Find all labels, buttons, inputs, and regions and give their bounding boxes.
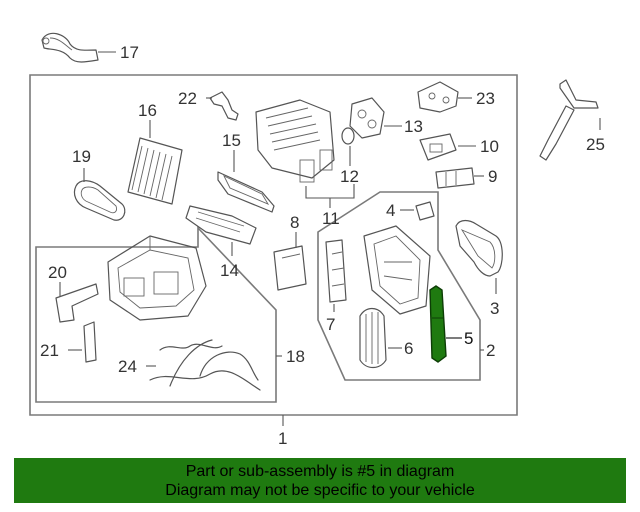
part-12-o-ring[interactable] [341, 127, 355, 166]
part-18-heater-case[interactable] [107, 235, 207, 321]
callout-19: 19 [72, 147, 91, 166]
callout-5: 5 [464, 329, 473, 348]
part-24-wiring-harness[interactable] [146, 339, 261, 391]
callout-18: 18 [286, 347, 305, 366]
part-2-blower-case[interactable] [363, 225, 431, 315]
callout-22: 22 [178, 89, 197, 108]
callout-2: 2 [486, 341, 495, 360]
callout-13: 13 [404, 117, 423, 136]
callout-9: 9 [488, 167, 497, 186]
part-13-expansion-valve[interactable] [349, 97, 402, 139]
callout-25: 25 [586, 135, 605, 154]
part-16-heater-core[interactable] [127, 120, 183, 205]
part-20-duct[interactable] [55, 282, 99, 323]
part-4-clip[interactable] [400, 201, 435, 221]
callout-24: 24 [118, 357, 137, 376]
callout-15: 15 [222, 131, 241, 150]
part-15-gasket[interactable] [217, 150, 275, 213]
part-7-panel[interactable] [325, 239, 347, 312]
banner-line-2: Diagram may not be specific to your vehi… [165, 482, 475, 499]
part-19-seal-gasket[interactable] [73, 168, 126, 221]
callout-12: 12 [340, 167, 359, 186]
part-14-filter-cover[interactable] [185, 205, 257, 256]
callout-7: 7 [326, 315, 335, 334]
part-21-actuator[interactable] [68, 321, 97, 363]
part-3-gasket[interactable] [455, 219, 503, 295]
banner-line-1: Part or sub-assembly is #5 in diagram [185, 463, 455, 480]
callout-3: 3 [490, 299, 499, 318]
callout-14: 14 [220, 261, 239, 280]
parts-diagram: 17 16 19 22 15 [29, 32, 605, 448]
part-10-blower-resistor[interactable] [419, 133, 476, 161]
callout-6: 6 [404, 339, 413, 358]
part-8-control-module[interactable] [273, 232, 307, 291]
callout-8: 8 [290, 213, 299, 232]
callout-16: 16 [138, 101, 157, 120]
info-banner: Part or sub-assembly is #5 in diagram Di… [14, 458, 626, 503]
part-5-highlighted-filter[interactable] [429, 285, 462, 363]
part-22-sensor[interactable] [206, 91, 239, 121]
part-9-connector[interactable] [435, 167, 484, 189]
callout-21: 21 [40, 341, 59, 360]
callout-17: 17 [120, 43, 139, 62]
callout-23: 23 [476, 89, 495, 108]
assembly-frame-2 [317, 191, 481, 381]
callout-10: 10 [480, 137, 499, 156]
part-25-drain-hose[interactable] [539, 79, 601, 161]
part-23-bracket[interactable] [417, 81, 472, 113]
callout-1: 1 [278, 429, 287, 448]
part-6-blower-wheel[interactable] [359, 307, 402, 369]
callout-11: 11 [322, 209, 340, 228]
callout-4: 4 [386, 201, 395, 220]
assembly-frame-main [29, 74, 518, 416]
part-17-duct-hose[interactable] [41, 32, 116, 63]
callout-20: 20 [48, 263, 67, 282]
part-11-evaporator-assembly[interactable] [255, 99, 355, 208]
assembly-frame-18 [35, 225, 277, 403]
